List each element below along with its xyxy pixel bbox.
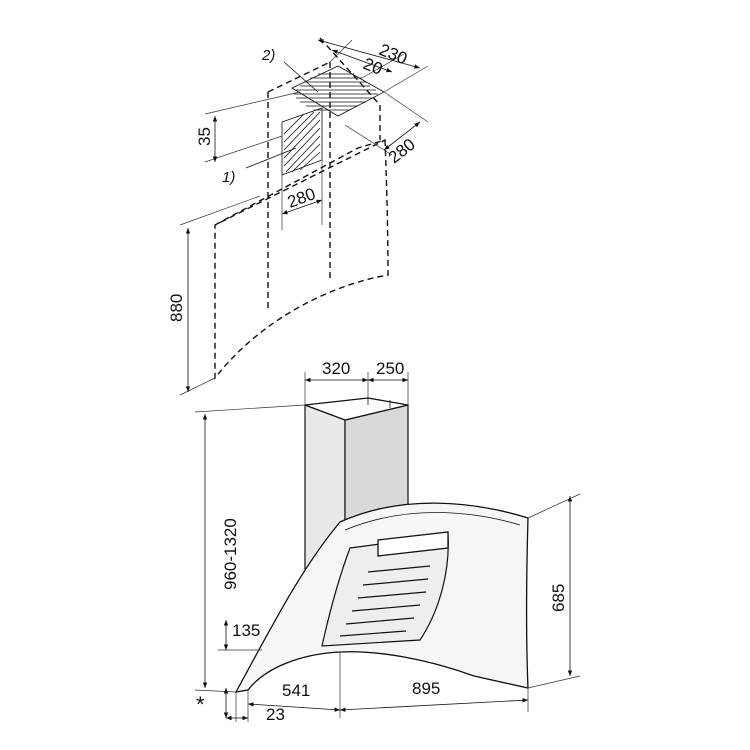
dim-685-label: 685 [549, 584, 568, 612]
chimney-top-slot [367, 398, 391, 408]
installation-view: 2) 1) 230 20 35 280 280 880 [167, 37, 429, 396]
dim-280-right-label: 280 [385, 135, 419, 167]
filter-slots [339, 565, 431, 637]
dim-880-label: 880 [167, 294, 186, 322]
dashed-hood-outline [214, 138, 389, 381]
dim-280-center-label: 280 [285, 184, 318, 212]
product-view: 320 250 960-1320 685 135 541 895 23 * [194, 359, 581, 724]
dim-line-280-center [281, 199, 323, 215]
dim-line-895 [339, 698, 529, 712]
dim-895-label: 895 [412, 679, 440, 698]
filter-handle-top [377, 531, 449, 557]
leader-note-1 [245, 147, 297, 169]
grease-filter-panel [321, 534, 449, 647]
glass-inner-edge [344, 512, 521, 531]
dim-541-label: 541 [282, 681, 310, 700]
dim-320-label: 320 [322, 359, 350, 378]
dim-250-label: 250 [376, 359, 404, 378]
dashed-rear-edge [319, 37, 381, 140]
outlet-2-hatch [291, 65, 385, 117]
dim-line-541 [247, 702, 341, 712]
note-1-label: 1) [222, 169, 235, 186]
dim-23-label: 23 [266, 705, 285, 724]
asterisk-label: * [196, 692, 205, 717]
leader-note-2 [283, 61, 319, 93]
dim-line-20 [331, 49, 393, 73]
dim-line-280-right [383, 121, 421, 151]
dim-135-label: 135 [232, 621, 260, 640]
dim-960-1320-label: 960-1320 [221, 518, 240, 590]
outlet-1-hatch [281, 107, 323, 176]
canopy-front-curve [247, 651, 475, 691]
dashed-top-edge [267, 61, 331, 93]
dim-35-label: 35 [195, 127, 214, 146]
note-2-label: 2) [261, 47, 275, 64]
